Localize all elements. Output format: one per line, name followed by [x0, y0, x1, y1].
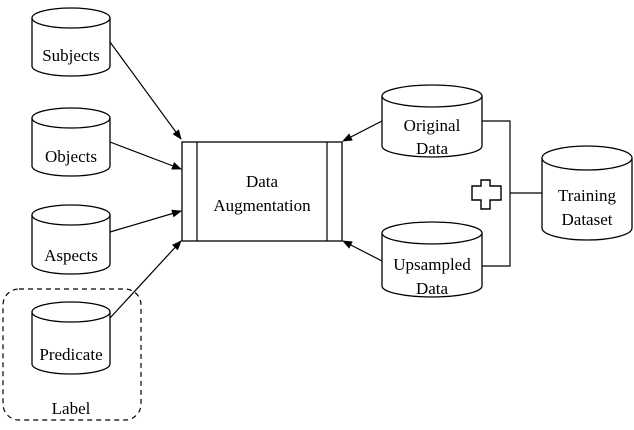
plus-icon: [471, 179, 502, 210]
original-label-line2: Data: [416, 139, 449, 158]
predicate-label: Predicate: [39, 345, 102, 364]
objects-label: Objects: [45, 147, 97, 166]
process-label-line1: Data: [246, 172, 279, 191]
upsampled-label-line1: Upsampled: [393, 255, 471, 274]
label-group-box: [2, 288, 142, 421]
arrow-upsampled-to-augmentation: [342, 240, 383, 262]
training-label-line1: Training: [558, 186, 616, 205]
arrow-original-to-augmentation: [342, 120, 383, 142]
arrow-objects-to-augmentation: [109, 141, 182, 170]
objects-database: Objects: [31, 107, 111, 177]
aspects-label: Aspects: [44, 246, 98, 265]
arrow-subjects-to-augmentation: [109, 41, 182, 140]
label-group-title: Label: [52, 399, 91, 418]
upsampled-label-line2: Data: [416, 279, 449, 298]
process-label-line2: Augmentation: [213, 196, 311, 215]
predicate-database: Predicate: [31, 301, 111, 375]
arrow-aspects-to-augmentation: [109, 209, 182, 233]
training-label-line2: Dataset: [562, 210, 613, 229]
upsampled-data-database: Upsampled Data: [381, 221, 483, 298]
training-dataset-database: Training Dataset: [541, 145, 633, 241]
subjects-label: Subjects: [42, 46, 100, 65]
arrow-predicate-to-augmentation: [109, 240, 182, 319]
data-augmentation-process: Data Augmentation: [181, 141, 343, 242]
subjects-database: Subjects: [31, 7, 111, 77]
original-data-database: Original Data: [381, 84, 483, 158]
original-label-line1: Original: [404, 116, 461, 135]
aspects-database: Aspects: [31, 204, 111, 275]
